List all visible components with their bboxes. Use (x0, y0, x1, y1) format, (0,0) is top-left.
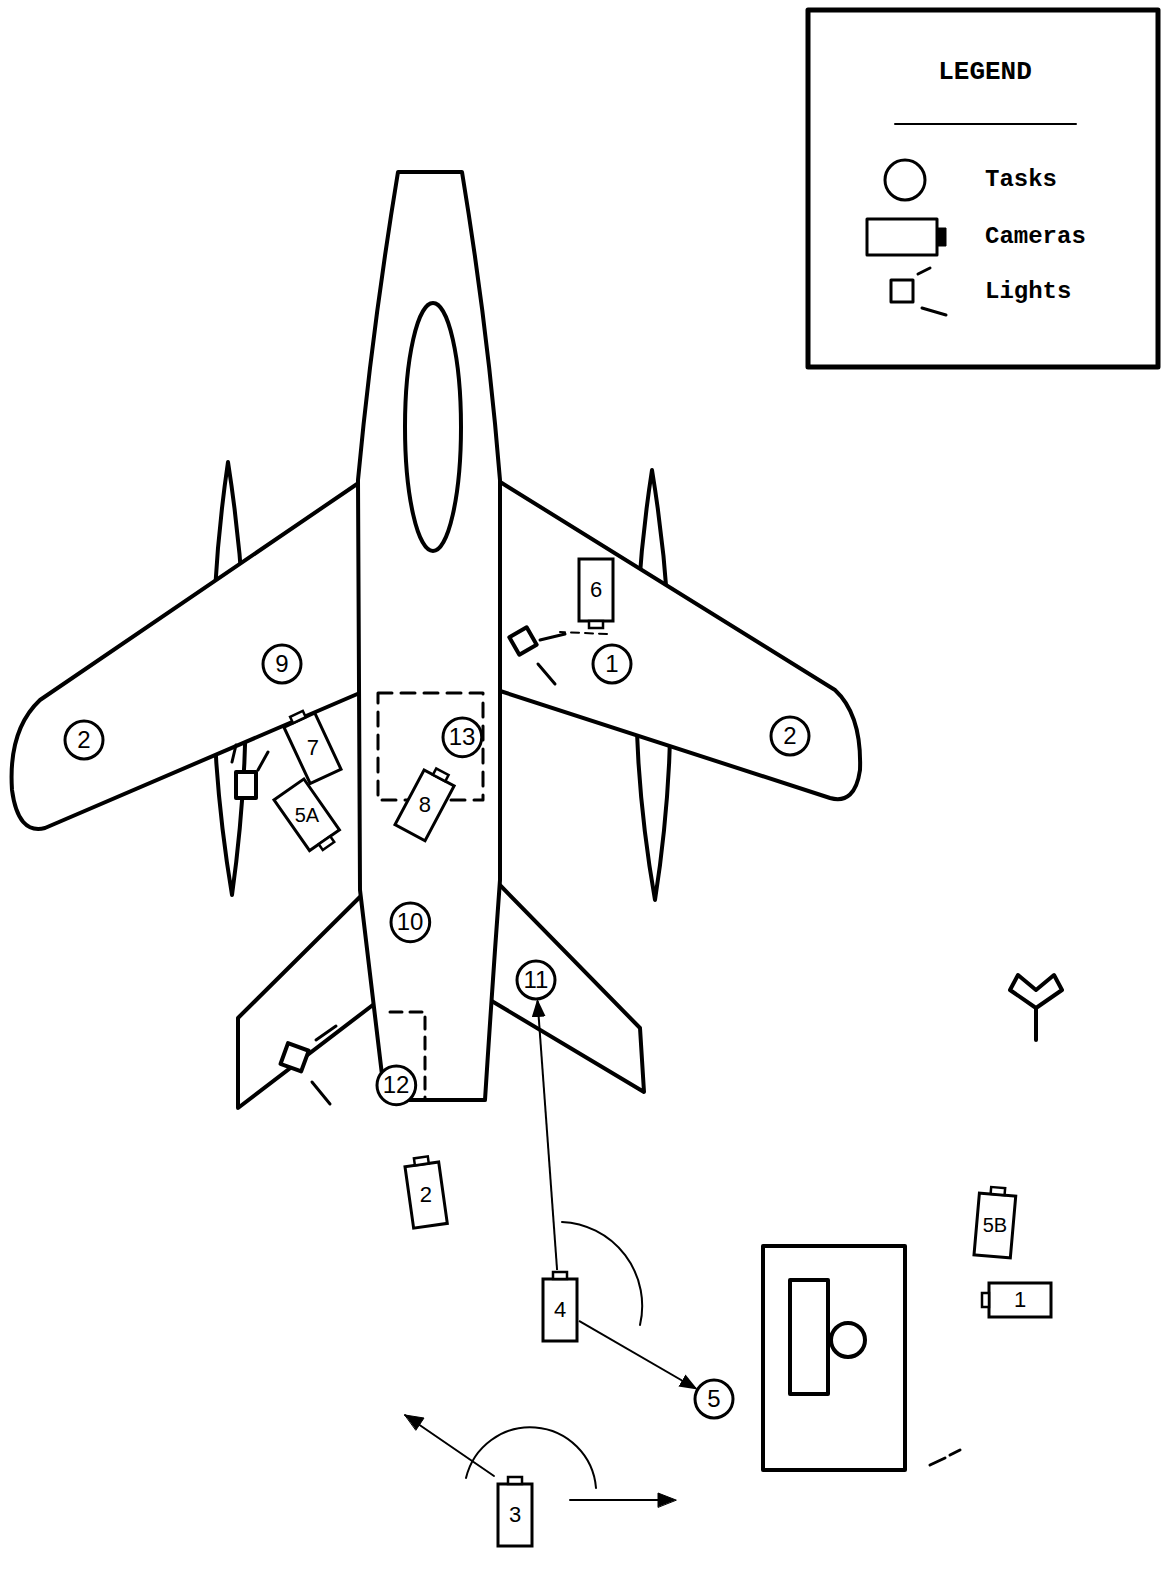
legend-light-sample (891, 268, 946, 315)
canopy (405, 303, 461, 551)
light-beam (560, 632, 607, 634)
task-number: 13 (449, 725, 476, 749)
task-circle: 5 (692, 1377, 736, 1421)
left-stabilizer (238, 885, 382, 1108)
legend-entry: Cameras (985, 225, 1086, 249)
camera-box: 4 (534, 1270, 586, 1350)
camera-number: 1 (1014, 1289, 1026, 1311)
right-wing (497, 480, 860, 799)
task-circle: 2 (768, 714, 812, 758)
camera-box: 6 (570, 550, 622, 630)
pan-arrow (570, 1499, 668, 1501)
left-wing (12, 482, 362, 829)
ground-unit (763, 1246, 905, 1470)
camera-number: 2 (420, 1184, 432, 1206)
pan-arrow (405, 1415, 494, 1476)
task-number: 11 (524, 968, 549, 992)
camera-box: 8 (386, 761, 463, 850)
ground-unit-part (790, 1280, 828, 1394)
legend-camera-sample (867, 219, 946, 255)
pan-arc (466, 1427, 596, 1488)
camera-box: 3 (489, 1475, 541, 1555)
task-circle: 13 (440, 715, 485, 760)
camera-number: 3 (509, 1504, 521, 1526)
pan-arrowhead (658, 1493, 676, 1507)
task-circle: 9 (260, 642, 304, 686)
task-number: 9 (275, 652, 288, 676)
legend-task-sample (885, 160, 925, 200)
camera-number: 5B (983, 1215, 1007, 1235)
legend-rule (895, 123, 1076, 125)
task-number: 10 (397, 910, 424, 934)
task-number: 12 (383, 1073, 410, 1097)
light (509, 627, 565, 684)
legend-entry: Tasks (985, 168, 1057, 192)
legend-heading: LEGEND (938, 59, 1032, 85)
camera-box: 1 (980, 1274, 1060, 1326)
camera-number: 8 (419, 794, 431, 816)
camera-box: 5A (265, 770, 348, 860)
camera-box: 5B (965, 1184, 1025, 1267)
camera-box: 7 (275, 704, 350, 793)
light (280, 1026, 336, 1104)
light (930, 1450, 960, 1465)
camera-number: 6 (590, 579, 602, 601)
pan-arrowhead (405, 1415, 424, 1430)
camera-aim-arrow (579, 1321, 696, 1389)
task-circle: 1 (590, 642, 634, 686)
task-circle: 12 (374, 1063, 419, 1108)
camera-number: 5A (295, 805, 319, 825)
task-number: 1 (605, 652, 618, 676)
camera-number: 4 (554, 1299, 566, 1321)
legend-box (808, 10, 1158, 367)
task-number: 2 (783, 724, 796, 748)
camera-aim-arrow (538, 1001, 558, 1270)
tripod-symbol (1010, 975, 1062, 1040)
task-circle: 10 (388, 900, 433, 945)
camera-number: 7 (307, 737, 319, 759)
fuselage (358, 172, 500, 1100)
light (232, 745, 268, 798)
task-circle: 2 (62, 718, 106, 762)
legend-entry: Lights (985, 280, 1071, 304)
camera-box: 2 (396, 1153, 456, 1237)
right-stabilizer (490, 880, 644, 1092)
task-number: 2 (77, 728, 90, 752)
task-number: 5 (707, 1387, 720, 1411)
ground-unit-part (831, 1323, 865, 1357)
task-circle: 11 (514, 958, 558, 1002)
